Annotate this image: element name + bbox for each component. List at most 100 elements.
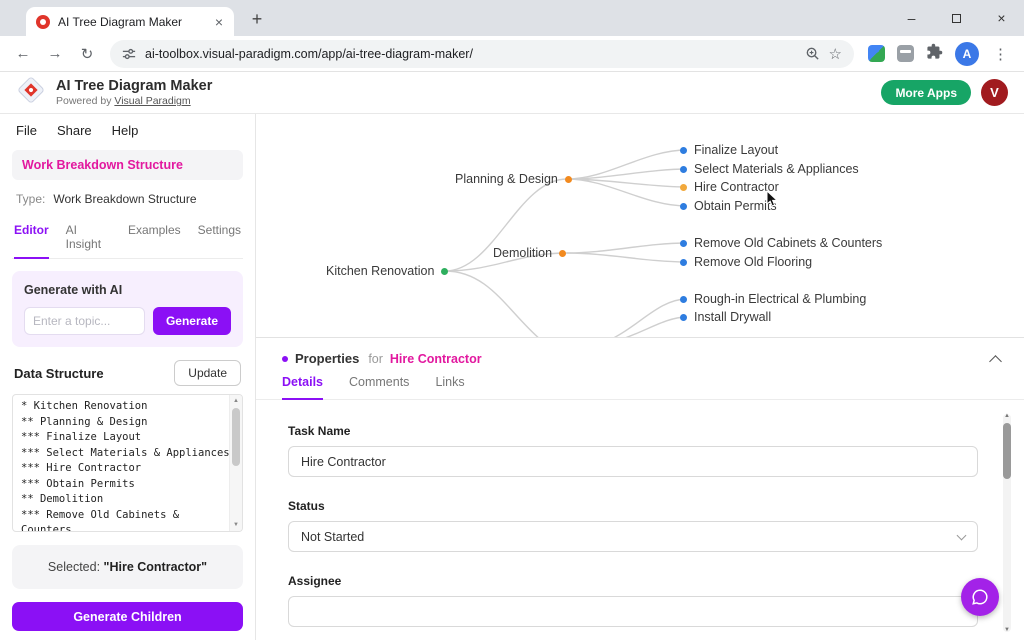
tab-links[interactable]: Links: [435, 375, 465, 389]
menu-share[interactable]: Share: [56, 122, 92, 138]
tab-close-icon[interactable]: ×: [214, 13, 223, 30]
node-dot-icon: [680, 239, 687, 247]
tree-node-leaf[interactable]: Rough-in Electrical & Plumbing: [680, 292, 866, 306]
tab-settings[interactable]: Settings: [197, 223, 241, 237]
generate-button[interactable]: Generate: [152, 307, 231, 335]
more-apps-button[interactable]: More Apps: [881, 80, 971, 105]
properties-target: Hire Contractor: [389, 351, 482, 366]
visual-paradigm-link[interactable]: Visual Paradigm: [114, 95, 191, 107]
code-line: Counters: [21, 524, 72, 532]
chrome-menu-icon[interactable]: ⋮: [993, 45, 1008, 63]
topic-input[interactable]: [24, 307, 145, 335]
tree-node-leaf[interactable]: Remove Old Cabinets & Counters: [680, 236, 882, 250]
sidebar-tabs: Editor AI Insight Examples Settings: [12, 214, 243, 259]
browser-tab-strip: AI Tree Diagram Maker × + – ×: [0, 0, 1024, 36]
menu-file[interactable]: File: [16, 122, 37, 138]
data-structure-header: Data Structure Update: [14, 360, 241, 386]
node-label: Finalize Layout: [694, 143, 779, 157]
node-dot-icon: [680, 146, 687, 154]
forward-icon[interactable]: →: [47, 45, 63, 62]
tree-node-leaf[interactable]: Install Drywall: [680, 310, 771, 324]
assignee-input[interactable]: [288, 596, 978, 627]
chat-bubble-button[interactable]: [961, 578, 999, 616]
selected-node-box: Selected: "Hire Contractor": [12, 545, 243, 589]
generate-with-ai-panel: Generate with AI Generate: [12, 271, 243, 347]
data-structure-editor[interactable]: * Kitchen Renovation ** Planning & Desig…: [12, 394, 243, 532]
menu-help[interactable]: Help: [111, 122, 139, 138]
tree-connectors: [444, 149, 688, 337]
task-name-label: Task Name: [288, 424, 351, 438]
node-dot-icon: [680, 183, 687, 191]
status-value[interactable]: Not Started: [288, 521, 978, 552]
app-header: AI Tree Diagram Maker Powered by Visual …: [0, 72, 1024, 114]
properties-scrollbar[interactable]: ▲ ▼: [1003, 413, 1011, 633]
extension-icon-2[interactable]: [897, 45, 914, 62]
tree-node-branch[interactable]: Planning & Design: [455, 172, 572, 186]
scrollbar-thumb[interactable]: [232, 408, 240, 466]
node-dot-icon: [680, 165, 687, 173]
code-line: *** Finalize Layout: [21, 431, 142, 443]
tab-title: AI Tree Diagram Maker: [58, 14, 183, 29]
back-icon[interactable]: ←: [15, 45, 31, 62]
tree-node-leaf-selected[interactable]: Hire Contractor: [680, 180, 779, 194]
menu-bar: File Share Help: [12, 114, 243, 146]
code-line: ** Planning & Design: [21, 415, 148, 428]
type-row: Type: Work Breakdown Structure: [16, 192, 239, 206]
node-label: Remove Old Flooring: [694, 255, 813, 269]
diagram-canvas[interactable]: Kitchen Renovation Planning & Design Dem…: [256, 114, 1024, 337]
browser-address-bar: ← → ↻ ai-toolbox.visual-paradigm.com/app…: [0, 36, 1024, 72]
browser-tab[interactable]: AI Tree Diagram Maker ×: [26, 7, 234, 36]
extension-icon-1[interactable]: [868, 45, 885, 62]
tree-node-leaf[interactable]: Finalize Layout: [680, 143, 778, 157]
tab-editor[interactable]: Editor: [14, 214, 49, 259]
generate-children-button[interactable]: Generate Children: [12, 602, 243, 631]
selected-label: Selected:: [47, 560, 101, 574]
scroll-down-icon[interactable]: ▼: [233, 522, 239, 528]
editor-scrollbar[interactable]: ▲ ▼: [229, 395, 242, 531]
tree-node-branch[interactable]: Demolition: [493, 246, 567, 260]
chat-icon: [972, 589, 988, 605]
document-title[interactable]: Work Breakdown Structure: [12, 150, 243, 180]
tree-node-leaf[interactable]: Remove Old Flooring: [680, 255, 812, 269]
scroll-down-icon[interactable]: ▼: [1004, 627, 1010, 633]
tab-examples[interactable]: Examples: [127, 223, 181, 237]
sidebar: File Share Help Work Breakdown Structure…: [0, 114, 256, 640]
new-tab-button[interactable]: +: [251, 8, 263, 29]
url-text[interactable]: ai-toolbox.visual-paradigm.com/app/ai-tr…: [145, 46, 473, 61]
tree-node-leaf[interactable]: Obtain Permits: [680, 199, 777, 213]
window-close-button[interactable]: ×: [997, 10, 1006, 26]
properties-title: Properties: [295, 351, 360, 366]
window-minimize-button[interactable]: –: [907, 10, 916, 26]
node-dot-icon: [559, 249, 567, 257]
status-label: Status: [288, 499, 325, 513]
status-select[interactable]: Not Started: [288, 521, 978, 552]
tab-comments[interactable]: Comments: [349, 375, 410, 389]
url-bar[interactable]: ai-toolbox.visual-paradigm.com/app/ai-tr…: [110, 39, 854, 68]
node-dot-icon: [680, 313, 687, 321]
node-label: Planning & Design: [455, 172, 558, 186]
scrollbar-thumb[interactable]: [1003, 423, 1011, 479]
task-name-input[interactable]: [288, 446, 978, 477]
properties-header: Properties for Hire Contractor: [256, 338, 1024, 368]
window-maximize-button[interactable]: [934, 0, 979, 36]
tab-details[interactable]: Details: [282, 375, 323, 400]
tab-ai-insight[interactable]: AI Insight: [65, 223, 102, 251]
scroll-up-icon[interactable]: ▲: [1004, 413, 1010, 419]
zoom-icon[interactable]: [805, 46, 820, 61]
scrollbar-track[interactable]: [1003, 414, 1011, 632]
type-label: Type:: [16, 192, 46, 206]
site-settings-icon[interactable]: [122, 47, 136, 61]
profile-avatar[interactable]: A: [955, 41, 979, 66]
extensions-puzzle-icon[interactable]: [926, 43, 943, 65]
node-label: Obtain Permits: [694, 199, 777, 213]
scroll-up-icon[interactable]: ▲: [233, 398, 239, 404]
tree-node-root[interactable]: Kitchen Renovation: [326, 264, 449, 278]
user-avatar[interactable]: V: [981, 79, 1008, 106]
bookmark-star-icon[interactable]: ☆: [828, 45, 842, 63]
main-area: Kitchen Renovation Planning & Design Dem…: [256, 114, 1024, 640]
update-button[interactable]: Update: [174, 360, 241, 386]
app-title: AI Tree Diagram Maker: [56, 77, 213, 94]
tree-node-leaf[interactable]: Select Materials & Appliances: [680, 162, 859, 176]
reload-icon[interactable]: ↻: [80, 45, 94, 63]
